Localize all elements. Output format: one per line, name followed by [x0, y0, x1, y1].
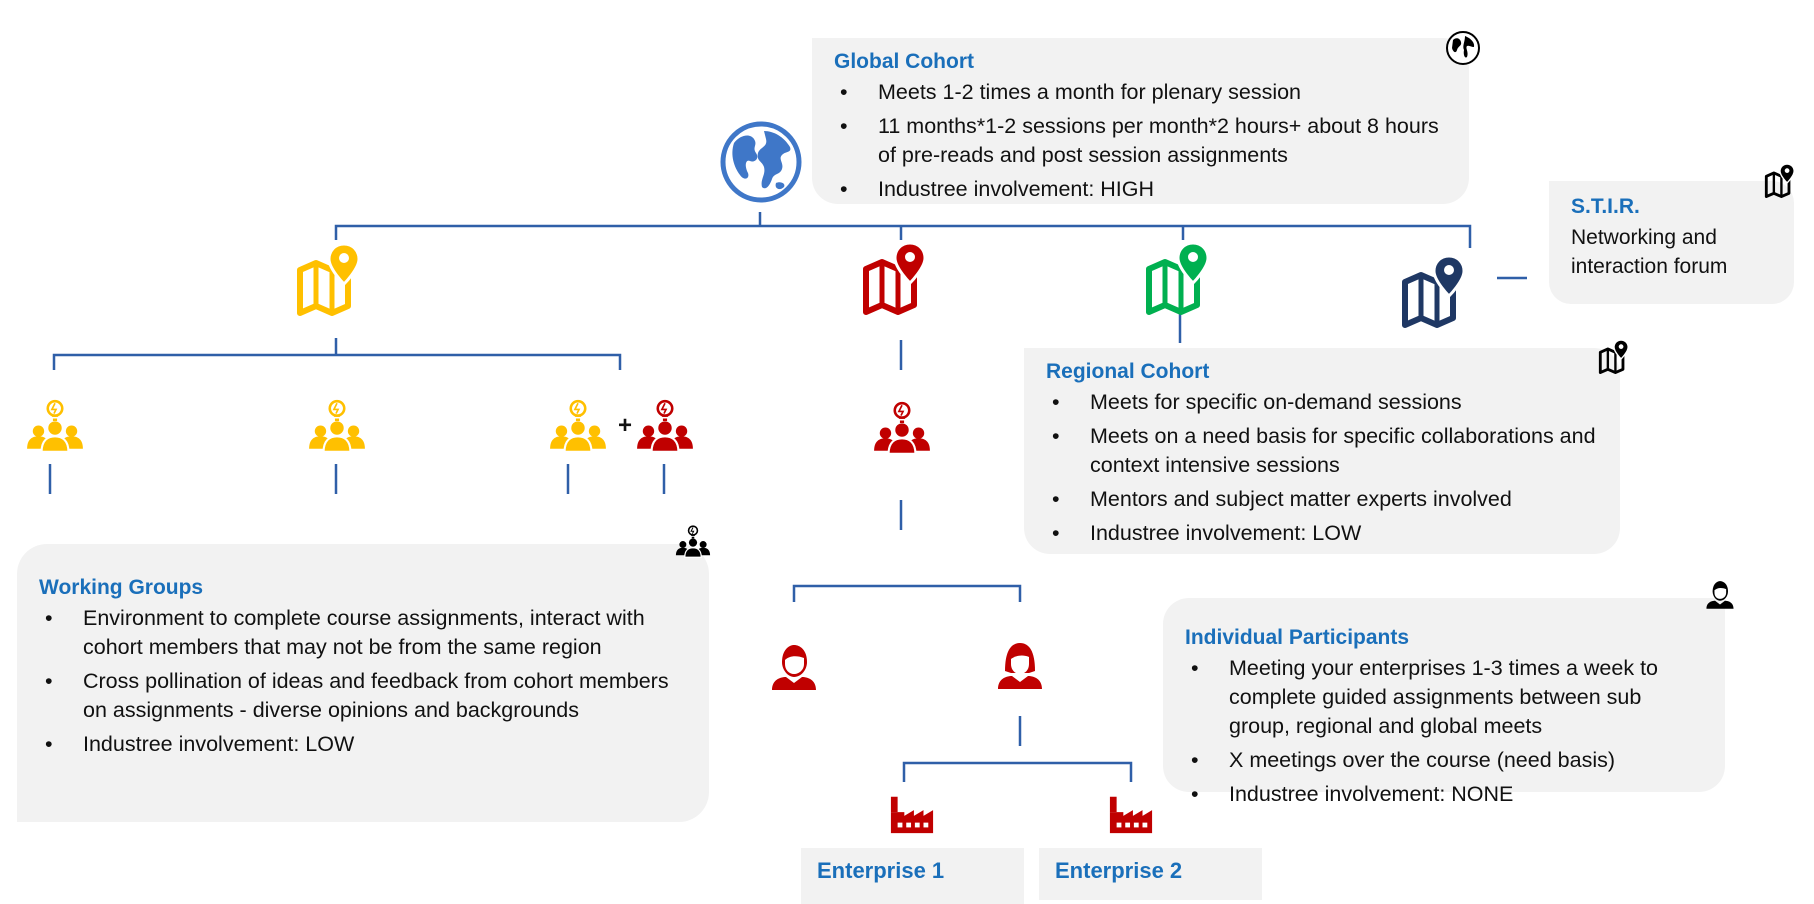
regional-map-icon: [1598, 340, 1630, 374]
working-bullet-2: Cross pollination of ideas and feedback …: [39, 667, 691, 725]
connector-working-bus: [52, 353, 622, 370]
globe-icon: [1446, 31, 1480, 65]
regional-bullet-3: Mentors and subject matter experts invol…: [1046, 485, 1602, 514]
working-group-icon-1: [25, 399, 85, 454]
person-icon-male: [772, 645, 816, 690]
stir-title: S.T.I.R.: [1571, 195, 1640, 218]
working-groups-bullets: Environment to complete course assignmen…: [39, 604, 691, 759]
regional-cohort-title: Regional Cohort: [1046, 360, 1210, 383]
global-bullet-2: 11 months*1-2 sessions per month*2 hours…: [834, 112, 1451, 170]
regional-bullet-2: Meets on a need basis for specific colla…: [1046, 422, 1602, 480]
global-cohort-title: Global Cohort: [834, 50, 974, 73]
factory-icon-1: [890, 796, 934, 834]
big-globe-icon: [720, 121, 802, 203]
individual-bullet-1: Meeting your enterprises 1-3 times a wee…: [1185, 654, 1707, 741]
working-groups-title: Working Groups: [39, 576, 204, 599]
individual-participants-box: Individual Participants Meeting your ent…: [1163, 598, 1725, 809]
working-groups-box: Working Groups Environment to complete c…: [17, 544, 709, 822]
regional-group-icon-red: [872, 401, 932, 456]
plus-sign: +: [618, 412, 633, 439]
connector-global-bus: [334, 224, 1472, 248]
person-icon-female: [998, 643, 1042, 689]
stir-box: S.T.I.R. Networking and interaction foru…: [1549, 181, 1794, 304]
enterprise-1-label: Enterprise 1: [801, 848, 1024, 904]
working-bullet-3: Industree involvement: LOW: [39, 730, 691, 759]
individual-participants-bullets: Meeting your enterprises 1-3 times a wee…: [1185, 654, 1707, 809]
stir-text: Networking and interaction forum: [1571, 226, 1728, 278]
map-pin-icon-red: [862, 243, 928, 315]
factory-icon-2: [1109, 796, 1153, 834]
global-cohort-box: Global Cohort Meets 1-2 times a month fo…: [812, 38, 1469, 204]
regional-bullet-4: Industree involvement: LOW: [1046, 519, 1602, 548]
working-group-icon-red: [635, 399, 695, 454]
individual-bullet-3: Industree involvement: NONE: [1185, 780, 1707, 809]
global-bullet-3: Industree involvement: HIGH: [834, 175, 1451, 204]
working-bullet-1: Environment to complete course assignmen…: [39, 604, 691, 662]
individual-bullet-2: X meetings over the course (need basis): [1185, 746, 1707, 775]
regional-cohort-box: Regional Cohort Meets for specific on-de…: [1024, 348, 1620, 554]
global-bullet-1: Meets 1-2 times a month for plenary sess…: [834, 78, 1451, 107]
map-pin-icon-yellow: [296, 244, 362, 316]
working-groups-icon: [675, 525, 711, 558]
individual-person-icon: [1706, 581, 1734, 609]
individual-participants-title: Individual Participants: [1185, 626, 1410, 649]
map-pin-icon-navy: [1401, 256, 1467, 328]
regional-bullet-1: Meets for specific on-demand sessions: [1046, 388, 1602, 417]
working-group-icon-3: [548, 399, 608, 454]
connector-enterprise-bus: [902, 761, 1133, 782]
connector-persons-bus: [792, 584, 1022, 602]
map-pin-icon-green: [1145, 243, 1211, 315]
global-cohort-bullets: Meets 1-2 times a month for plenary sess…: [834, 78, 1451, 204]
stir-map-icon: [1764, 164, 1796, 198]
enterprise-2-label: Enterprise 2: [1039, 848, 1262, 900]
regional-cohort-bullets: Meets for specific on-demand sessions Me…: [1046, 388, 1602, 548]
working-group-icon-2: [307, 399, 367, 454]
